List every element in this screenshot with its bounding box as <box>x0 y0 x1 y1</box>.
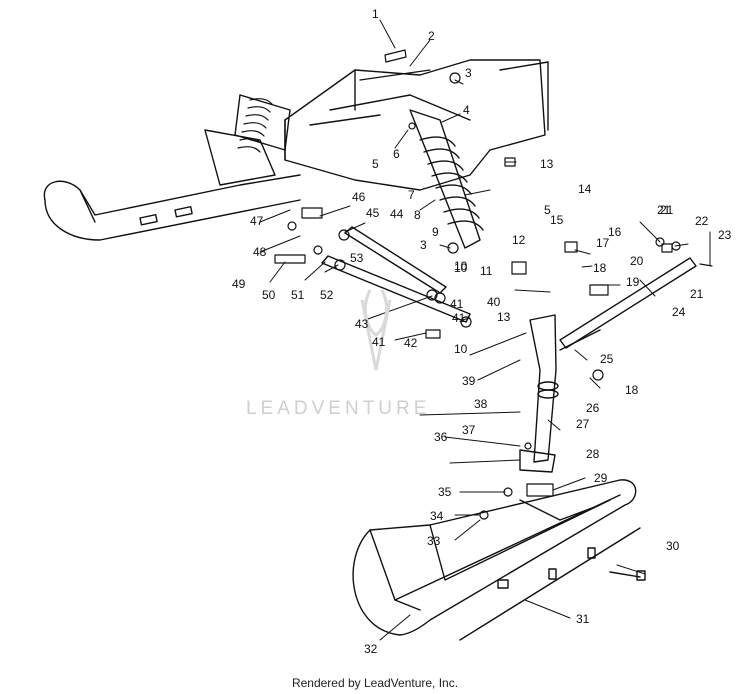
callout-48: 48 <box>253 245 267 259</box>
callout-13: 13 <box>540 157 554 171</box>
callout-46: 46 <box>352 190 366 204</box>
watermark-text: LEADVENTURE <box>246 398 431 419</box>
callout-41c: 41 <box>372 335 386 349</box>
footer-credit: Rendered by LeadVenture, Inc. <box>291 676 459 690</box>
callout-41b: 41 <box>452 311 466 325</box>
callout-37: 37 <box>462 423 476 437</box>
callout-3b: 3 <box>420 238 427 252</box>
callout-6: 6 <box>393 147 400 161</box>
callout-18: 18 <box>593 261 607 275</box>
callout-19: 19 <box>626 275 640 289</box>
callout-21: 21 <box>657 203 671 217</box>
callout-47: 47 <box>250 214 264 228</box>
callout-10c: 10 <box>454 259 468 273</box>
callout-45: 45 <box>366 206 380 220</box>
callout-1: 1 <box>372 7 379 21</box>
callout-10: 10 <box>454 261 468 275</box>
callout-7: 7 <box>408 188 415 202</box>
callout-21c: 21 <box>660 203 674 217</box>
chassis-frame <box>284 59 549 191</box>
left-shock-spring <box>237 98 273 153</box>
callout-20: 20 <box>630 254 644 268</box>
callout-4: 4 <box>463 103 470 117</box>
callout-10b: 10 <box>454 342 468 356</box>
callout-5: 5 <box>372 157 379 171</box>
callout-25: 25 <box>600 352 614 366</box>
callout-50: 50 <box>262 288 276 302</box>
callout-49: 49 <box>232 277 246 291</box>
callout-2: 2 <box>428 29 435 43</box>
callout-35: 35 <box>438 485 452 499</box>
left-ski-assembly <box>43 94 301 241</box>
callout-11: 11 <box>480 264 493 278</box>
callout-36: 36 <box>434 430 448 444</box>
callout-31: 31 <box>576 612 590 626</box>
callout-40: 40 <box>487 295 501 309</box>
callout-38: 38 <box>474 397 488 411</box>
callout-33: 33 <box>427 534 441 548</box>
callout-12: 12 <box>512 233 526 247</box>
callout-30: 30 <box>666 539 680 553</box>
callout-16: 16 <box>608 225 622 239</box>
callout-21b: 21 <box>690 287 704 301</box>
callout-8: 8 <box>414 208 421 222</box>
callout-28: 28 <box>586 447 600 461</box>
trailing-arms <box>321 226 471 323</box>
callout-44: 44 <box>390 207 404 221</box>
callout-14: 14 <box>578 182 592 196</box>
callout-24: 24 <box>672 305 686 319</box>
spindle <box>519 314 559 473</box>
leader-lines <box>259 19 711 641</box>
callout-5b: 5 <box>544 203 551 217</box>
spindle-bolt <box>609 570 646 581</box>
watermark-logo-icon <box>360 289 392 371</box>
callout-9: 9 <box>432 225 439 239</box>
callout-42: 42 <box>404 336 418 350</box>
callout-3: 3 <box>465 66 472 80</box>
callout-13b: 13 <box>497 310 511 324</box>
callout-51: 51 <box>291 288 305 302</box>
callout-23: 23 <box>718 228 732 242</box>
callout-43: 43 <box>355 317 369 331</box>
callout-52: 52 <box>320 288 334 302</box>
callout-27: 27 <box>576 417 590 431</box>
callout-53: 53 <box>350 251 364 265</box>
callout-26: 26 <box>586 401 600 415</box>
callout-34: 34 <box>430 509 444 523</box>
callout-22: 22 <box>695 214 709 228</box>
callout-32: 32 <box>364 642 378 656</box>
callout-17: 17 <box>596 236 610 250</box>
callout-29: 29 <box>594 471 608 485</box>
callout-39: 39 <box>462 374 476 388</box>
callout-41: 41 <box>450 297 464 311</box>
hardware-pieces <box>274 49 713 520</box>
callout-18b: 18 <box>625 383 639 397</box>
shock-absorber <box>409 109 484 249</box>
callout-15: 15 <box>550 213 564 227</box>
radius-rod <box>559 257 697 351</box>
front-ski <box>352 479 641 641</box>
